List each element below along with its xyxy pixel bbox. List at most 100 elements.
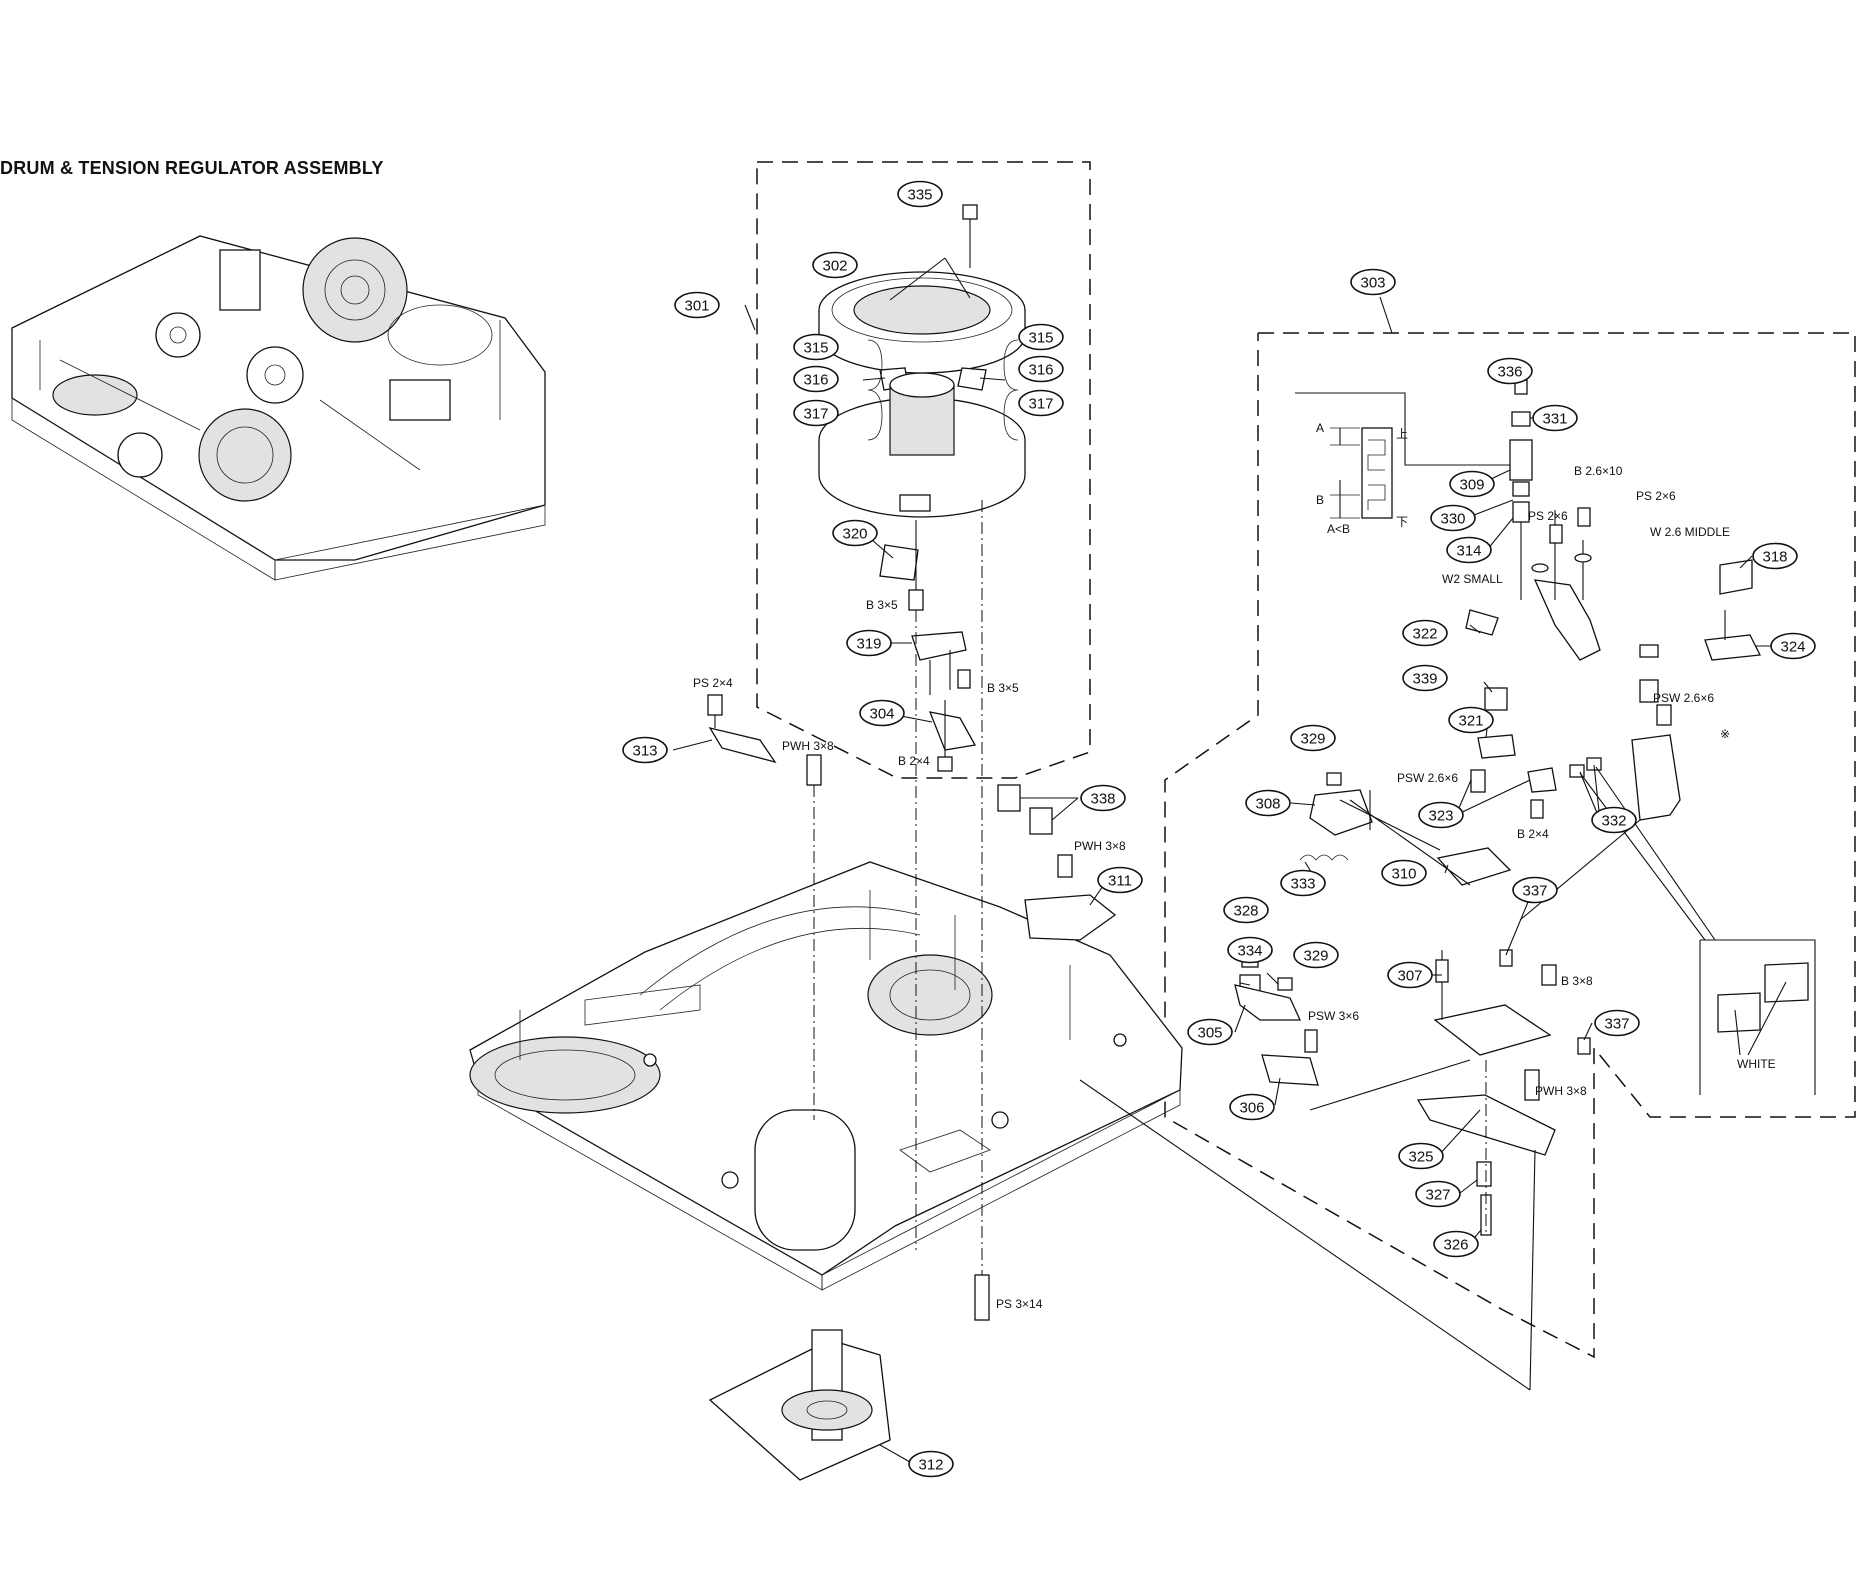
tension-regulator-parts — [1234, 379, 1816, 1236]
part-callout: 319 — [846, 629, 892, 657]
part-number: 332 — [1601, 813, 1626, 830]
part-number: 325 — [1408, 1149, 1433, 1166]
part-number: 310 — [1391, 866, 1416, 883]
overview-mechanism-thumbnail — [11, 235, 546, 581]
spec-label: PWH 3×8 — [782, 739, 834, 753]
part-callout: 324 — [1770, 632, 1816, 660]
part-number: 326 — [1443, 1237, 1468, 1254]
part-number: 308 — [1255, 796, 1280, 813]
part-callout: 303 — [1350, 268, 1396, 296]
spec-label: W 2.6 MIDDLE — [1650, 525, 1730, 539]
part-callout: 339 — [1402, 664, 1448, 692]
part-callout: 332 — [1591, 806, 1637, 834]
detail-mark-top: 上 — [1396, 427, 1408, 441]
part-number: 331 — [1542, 411, 1567, 428]
part-callout: 323 — [1418, 801, 1464, 829]
spec-label: PS 2×6 — [1636, 489, 1676, 503]
part-callouts: 3353023013153163173153163173203193043133… — [622, 180, 1816, 1478]
part-number: 333 — [1290, 876, 1315, 893]
part-number: 337 — [1604, 1016, 1629, 1033]
part-callout: 315 — [793, 333, 839, 361]
part-callout: 336 — [1487, 357, 1533, 385]
part-number: 312 — [918, 1457, 943, 1474]
part-callout: 337 — [1594, 1009, 1640, 1037]
part-callout: 334 — [1227, 936, 1273, 964]
part-callout: 317 — [793, 399, 839, 427]
part-callout: 318 — [1752, 542, 1798, 570]
part-number: 337 — [1522, 883, 1547, 900]
part-callout: 309 — [1449, 470, 1495, 498]
part-callout: 333 — [1280, 869, 1326, 897]
chassis-side-parts — [707, 694, 1117, 1481]
part-callout: 327 — [1415, 1180, 1461, 1208]
part-number: 329 — [1303, 948, 1328, 965]
diagram-title: DRUM & TENSION REGULATOR ASSEMBLY — [0, 158, 384, 178]
part-number: 330 — [1440, 511, 1465, 528]
part-callout: 338 — [1080, 784, 1126, 812]
leader-lines — [672, 257, 1778, 1463]
part-callout: 313 — [622, 736, 668, 764]
part-number: 328 — [1233, 903, 1258, 920]
part-callout: 337 — [1512, 876, 1558, 904]
spec-label: B 2×4 — [1517, 827, 1549, 841]
part-callout: 322 — [1402, 619, 1448, 647]
detail-mark-bottom: 下 — [1396, 515, 1408, 529]
spec-label: B 3×5 — [866, 598, 898, 612]
detail-dim-a: A — [1316, 421, 1324, 435]
part-callout: 307 — [1387, 961, 1433, 989]
part-callout: 335 — [897, 180, 943, 208]
spec-label: W2 SMALL — [1442, 572, 1503, 586]
part-callout: 325 — [1398, 1142, 1444, 1170]
part-callout: 317 — [1018, 389, 1064, 417]
part-callout: 308 — [1245, 789, 1291, 817]
detail-relation: A<B — [1327, 522, 1350, 536]
part-number: 324 — [1780, 639, 1805, 656]
spec-label: PWH 3×8 — [1535, 1084, 1587, 1098]
part-number: 321 — [1458, 713, 1483, 730]
part-callout: 315 — [1018, 323, 1064, 351]
spec-label: B 2×4 — [898, 754, 930, 768]
part-callout: 316 — [1018, 355, 1064, 383]
tension-regulator-boundary — [1164, 332, 1856, 1359]
part-callout: 316 — [793, 365, 839, 393]
part-callout: 329 — [1293, 941, 1339, 969]
main-chassis-plate — [469, 861, 1183, 1291]
part-number: 317 — [1028, 396, 1053, 413]
inset-detail: A B A<B 上 下 ※ — [1316, 421, 1730, 741]
part-number: 335 — [907, 187, 932, 204]
part-number: 336 — [1497, 364, 1522, 381]
part-callout: 310 — [1381, 859, 1427, 887]
part-callout: 314 — [1446, 536, 1492, 564]
part-number: 320 — [842, 526, 867, 543]
part-callout: 312 — [908, 1450, 954, 1478]
part-callout: 311 — [1097, 866, 1143, 894]
drum-assembly-parts — [818, 204, 1026, 1290]
part-number: 316 — [803, 372, 828, 389]
part-number: 334 — [1237, 943, 1262, 960]
part-number: 309 — [1459, 477, 1484, 494]
part-number: 338 — [1090, 791, 1115, 808]
part-callout: 331 — [1532, 404, 1578, 432]
part-number: 322 — [1412, 626, 1437, 643]
part-callout: 301 — [674, 291, 720, 319]
drum-assembly-boundary — [756, 161, 1091, 779]
part-number: 317 — [803, 406, 828, 423]
spec-label: B 3×5 — [987, 681, 1019, 695]
part-number: 304 — [869, 706, 894, 723]
part-number: 329 — [1300, 731, 1325, 748]
part-number: 316 — [1028, 362, 1053, 379]
spec-label: PS 3×14 — [996, 1297, 1043, 1311]
part-number: 323 — [1428, 808, 1453, 825]
spec-label: B 2.6×10 — [1574, 464, 1623, 478]
spec-label: PS 2×6 — [1528, 509, 1568, 523]
part-callout: 321 — [1448, 706, 1494, 734]
spec-label: B 3×8 — [1561, 974, 1593, 988]
part-callout: 306 — [1229, 1093, 1275, 1121]
part-number: 313 — [632, 743, 657, 760]
part-number: 318 — [1762, 549, 1787, 566]
part-callout: 304 — [859, 699, 905, 727]
spec-label: PS 2×4 — [693, 676, 733, 690]
part-number: 319 — [856, 636, 881, 653]
